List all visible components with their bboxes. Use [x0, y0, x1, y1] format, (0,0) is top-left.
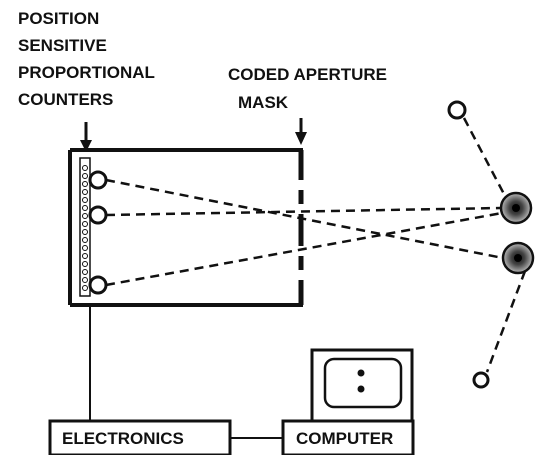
detector-pointer-arrow — [80, 122, 92, 152]
source-lower — [501, 241, 535, 275]
computer-box — [281, 419, 415, 457]
detection-spots — [88, 170, 108, 295]
computer-label: COMPUTER — [296, 429, 394, 448]
path-endpoints — [447, 100, 490, 389]
electronics-box — [48, 419, 232, 457]
electronics-label: ELECTRONICS — [62, 429, 184, 448]
proportional-counter-strip — [79, 157, 91, 297]
mask-label-line-2: MASK — [238, 93, 289, 112]
detector-label-line-4: COUNTERS — [18, 90, 114, 109]
ray-paths — [105, 117, 527, 373]
detector-label-line-3: PROPORTIONAL — [18, 63, 155, 82]
computer-monitor — [310, 348, 414, 423]
detector-label-line-2: SENSITIVE — [18, 36, 107, 55]
detector-housing — [68, 148, 303, 307]
mask-pointer-arrow — [295, 118, 307, 145]
source-upper — [499, 191, 533, 225]
detector-label-line-1: POSITION — [18, 9, 100, 28]
mask-label-line-1: CODED APERTURE — [228, 65, 387, 84]
